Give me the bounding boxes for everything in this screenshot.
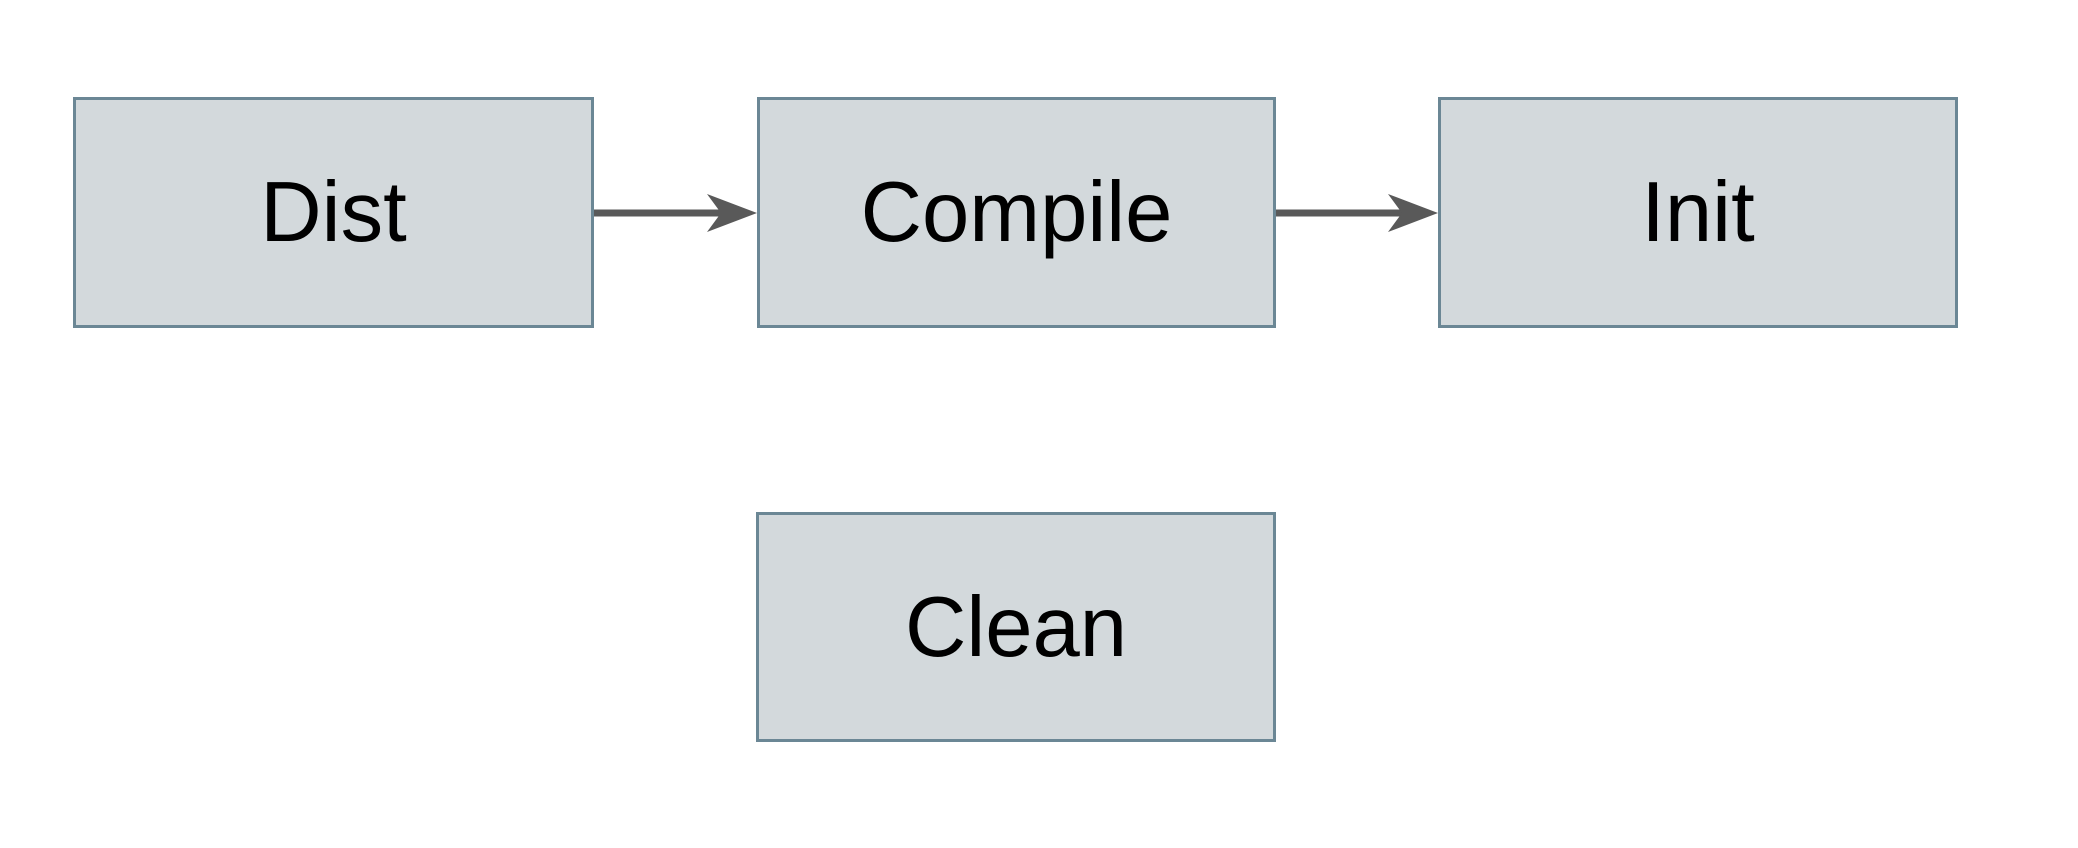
node-dist-label: Dist: [260, 165, 407, 260]
node-clean-label: Clean: [904, 579, 1128, 675]
node-dist[interactable]: Dist: [73, 97, 594, 328]
node-compile[interactable]: Compile: [757, 97, 1276, 328]
arrow-compile-to-init[interactable]: [1276, 194, 1438, 232]
arrowhead-icon: [1388, 194, 1438, 232]
node-init[interactable]: Init: [1438, 97, 1958, 328]
arrowhead-icon: [707, 194, 757, 232]
node-compile-label: Compile: [860, 165, 1173, 260]
node-clean[interactable]: Clean: [756, 512, 1276, 742]
arrow-dist-to-compile[interactable]: [594, 194, 757, 232]
node-init-label: Init: [1641, 165, 1755, 260]
